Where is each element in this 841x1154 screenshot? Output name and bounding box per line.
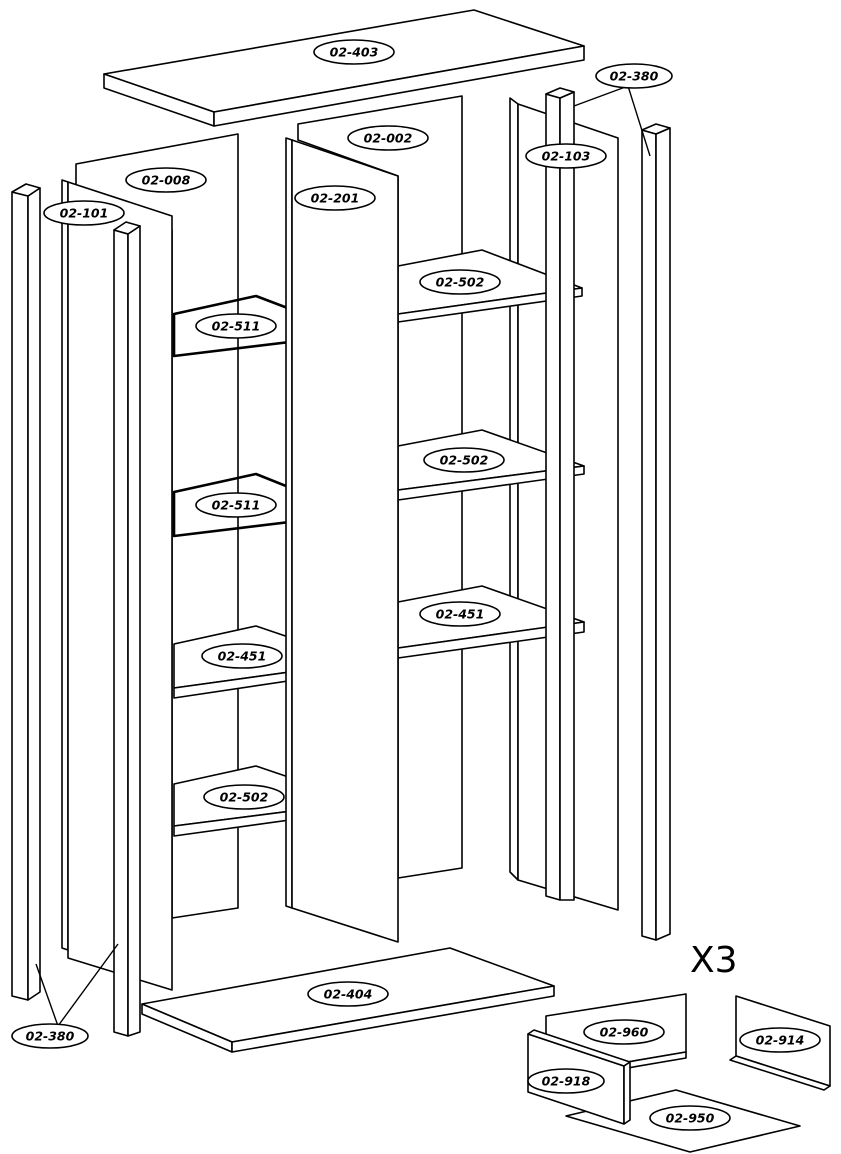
- callout-divider: 02-201: [294, 185, 376, 211]
- top-panel-side-edge: [213, 45, 585, 127]
- svg-text:02-511: 02-511: [212, 319, 261, 334]
- svg-text:02-201: 02-201: [311, 191, 360, 206]
- post-back-right-side: [559, 91, 575, 901]
- svg-text:02-960: 02-960: [600, 1025, 649, 1040]
- callout-post-bottom: 02-380: [11, 1023, 89, 1049]
- post-far-left-cap: [11, 183, 41, 197]
- callout-door-right: 02-103: [525, 143, 607, 169]
- post-front-left-front: [113, 229, 129, 1037]
- callout-back-panel-right: 02-002: [347, 125, 429, 151]
- drawer-quantity-label: X3: [690, 940, 738, 981]
- drawer-front-panel-edge: [729, 1055, 831, 1091]
- callout-shelf-left-lower: 02-502: [203, 784, 285, 810]
- callout-door-left: 02-101: [43, 200, 125, 226]
- leader-line-post-bottom-right: [57, 943, 119, 1027]
- svg-text:02-451: 02-451: [218, 649, 267, 664]
- divider-edge: [285, 137, 293, 909]
- svg-text:02-918: 02-918: [542, 1074, 591, 1089]
- post-front-right-front: [641, 129, 657, 941]
- svg-text:02-403: 02-403: [330, 45, 379, 60]
- svg-text:02-380: 02-380: [610, 69, 659, 84]
- leader-line-post-bottom-left: [35, 963, 59, 1027]
- callout-drawer-side: 02-918: [527, 1068, 605, 1094]
- callout-back-panel-left: 02-008: [125, 167, 207, 193]
- svg-text:02-511: 02-511: [212, 498, 261, 513]
- callout-shelf-right-1: 02-502: [419, 269, 501, 295]
- drawer-side-panel-thickness: [623, 1061, 631, 1125]
- post-far-left-front: [11, 191, 29, 1001]
- post-front-right-side: [655, 127, 671, 941]
- callout-post-top: 02-380: [595, 63, 673, 89]
- callout-drawer-bottom: 02-950: [649, 1105, 731, 1131]
- callout-drawer-front: 02-914: [739, 1027, 821, 1053]
- post-front-right-cap: [641, 123, 671, 135]
- svg-text:02-502: 02-502: [220, 790, 269, 805]
- callout-glass-shelf-upper: 02-511: [195, 313, 277, 339]
- callout-shelf-left-upper: 02-451: [201, 643, 283, 669]
- svg-text:02-404: 02-404: [324, 987, 373, 1002]
- svg-text:02-380: 02-380: [26, 1029, 75, 1044]
- callout-glass-shelf-lower: 02-511: [195, 492, 277, 518]
- bottom-panel-side-edge: [231, 985, 555, 1053]
- svg-text:02-002: 02-002: [364, 131, 413, 146]
- callout-drawer-back: 02-960: [583, 1019, 665, 1045]
- callout-shelf-right-2: 02-502: [423, 447, 505, 473]
- post-far-left-side: [27, 187, 41, 1001]
- svg-text:02-451: 02-451: [436, 607, 485, 622]
- post-front-left-side: [127, 225, 141, 1037]
- door-left-edge: [61, 179, 69, 951]
- leader-line-post-top-left: [573, 85, 629, 107]
- post-back-right-front: [545, 93, 561, 901]
- door-right-edge: [509, 97, 519, 881]
- post-front-left-cap: [113, 221, 141, 235]
- svg-text:02-502: 02-502: [440, 453, 489, 468]
- svg-text:02-103: 02-103: [542, 149, 591, 164]
- svg-text:02-502: 02-502: [436, 275, 485, 290]
- svg-text:02-101: 02-101: [60, 206, 109, 221]
- svg-text:02-950: 02-950: [666, 1111, 715, 1126]
- svg-text:02-914: 02-914: [756, 1033, 805, 1048]
- callout-bottom: 02-404: [307, 981, 389, 1007]
- callout-shelf-right-3: 02-451: [419, 601, 501, 627]
- leader-line-post-top-right: [627, 85, 651, 157]
- divider-panel: [291, 139, 399, 943]
- post-back-right-cap: [545, 87, 575, 99]
- svg-text:02-008: 02-008: [142, 173, 191, 188]
- callout-top: 02-403: [313, 39, 395, 65]
